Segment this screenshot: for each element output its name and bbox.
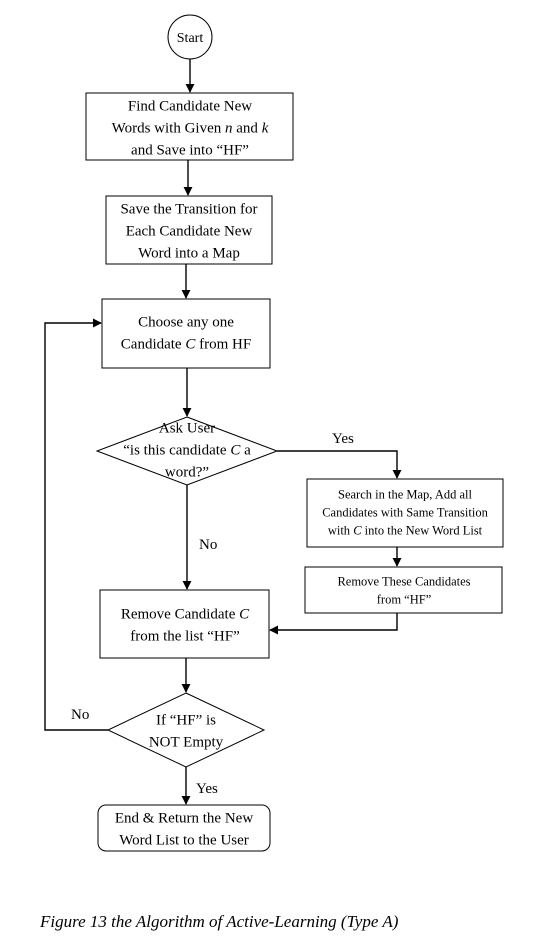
search-map-box <box>306 478 504 548</box>
remove-candidate-box <box>99 589 270 659</box>
start-label: Start <box>177 31 204 46</box>
yes-label-ask: Yes <box>332 431 354 447</box>
arrow-remove-these-to-remove-candidate <box>269 613 398 635</box>
hf-not-empty-decision <box>106 692 266 768</box>
arrow-ask-yes-to-search <box>277 450 402 479</box>
remove-these-box <box>304 566 503 614</box>
figure-caption: Figure 13 the Algorithm of Active-Learni… <box>40 912 399 931</box>
arrow-if-no-loop-to-choose <box>44 318 108 731</box>
yes-label-end: Yes <box>196 781 218 797</box>
no-label-ask: No <box>199 537 217 553</box>
save-transition-box <box>105 195 273 265</box>
end-box <box>97 804 271 852</box>
no-label-loop: No <box>71 707 89 723</box>
choose-candidate-box <box>101 298 271 369</box>
find-candidates-box <box>85 92 294 161</box>
